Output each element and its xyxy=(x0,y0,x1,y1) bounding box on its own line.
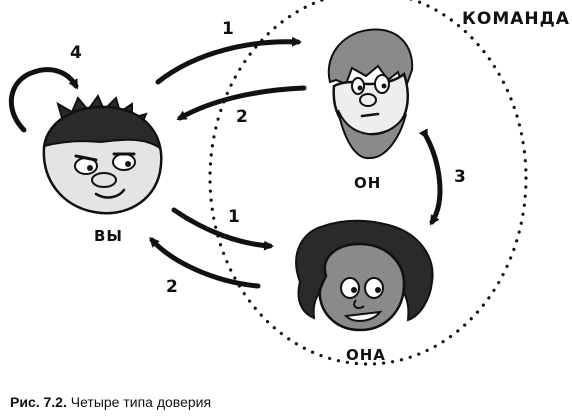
he-label: ОН xyxy=(354,174,381,192)
arrow-he-she-label: 3 xyxy=(454,167,466,187)
figure-number: Рис. 7.2. xyxy=(10,394,67,410)
you-avatar xyxy=(42,93,163,215)
arrow-he-to-you xyxy=(176,85,307,121)
arrow-you-to-she xyxy=(171,207,274,251)
team-label: КОМАНДА xyxy=(462,9,570,29)
arrow-you-to-she-label: 1 xyxy=(228,207,240,227)
team-boundary xyxy=(208,0,528,366)
she-label: ОНА xyxy=(346,346,386,364)
arrow-you-to-he-label: 1 xyxy=(222,19,234,39)
she-avatar xyxy=(295,219,434,332)
arrow-self xyxy=(8,67,79,133)
arrow-he-she xyxy=(418,128,443,226)
he-avatar xyxy=(327,28,414,160)
arrow-he-to-you-label: 2 xyxy=(236,107,248,127)
you-label: ВЫ xyxy=(94,227,123,245)
arrow-you-to-he xyxy=(155,36,302,85)
arrow-self-label: 4 xyxy=(70,43,82,63)
arrow-she-to-you-label: 2 xyxy=(166,277,178,297)
figure-title: Четыре типа доверия xyxy=(70,394,212,410)
figure-caption: Рис. 7.2. Четыре типа доверия xyxy=(10,394,211,410)
arrow-she-to-you xyxy=(149,237,261,289)
